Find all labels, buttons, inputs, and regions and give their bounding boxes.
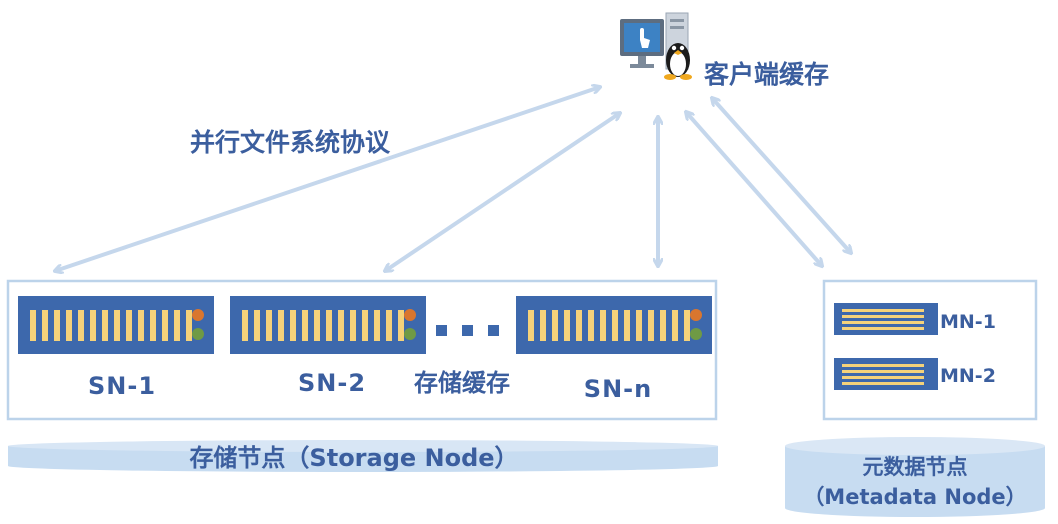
drive-slot bbox=[648, 310, 654, 341]
arrows bbox=[55, 87, 851, 271]
drive-slot bbox=[386, 310, 392, 341]
drive-slot bbox=[350, 310, 356, 341]
drive-slot bbox=[278, 310, 284, 341]
server-icon-snn bbox=[516, 296, 712, 354]
status-led-green bbox=[192, 328, 204, 340]
arrow-client-sn2 bbox=[385, 113, 620, 271]
drive-slot bbox=[684, 310, 690, 341]
drive-slot bbox=[114, 310, 120, 341]
drive-slot bbox=[162, 310, 168, 341]
drive-slot bbox=[552, 310, 558, 341]
drive-slot bbox=[90, 310, 96, 341]
arrow-client-sn1 bbox=[55, 87, 600, 271]
drive-slot bbox=[842, 364, 924, 367]
drive-slot bbox=[174, 310, 180, 341]
client-label: 客户端缓存 bbox=[704, 60, 829, 89]
drive-slot bbox=[576, 310, 582, 341]
drive-slot bbox=[842, 315, 924, 318]
drive-slot bbox=[126, 310, 132, 341]
drive-slot bbox=[102, 310, 108, 341]
drive-slot bbox=[398, 310, 404, 341]
server-icon-mn2 bbox=[834, 358, 938, 390]
storage-node-disk-base bbox=[8, 440, 718, 472]
server-icon-sn2 bbox=[230, 296, 426, 354]
drive-slot bbox=[660, 310, 666, 341]
drive-slot bbox=[612, 310, 618, 341]
drive-slot bbox=[242, 310, 248, 341]
drive-slot bbox=[66, 310, 72, 341]
drive-slot bbox=[636, 310, 642, 341]
computer-with-linux-penguin-icon bbox=[620, 12, 692, 80]
drive-slot bbox=[842, 370, 924, 373]
drive-slot bbox=[254, 310, 260, 341]
node-label-mn2: MN-2 bbox=[940, 365, 996, 387]
metadata-base-label-line2: （Metadata Node） bbox=[803, 485, 1026, 509]
drive-slot bbox=[588, 310, 594, 341]
node-label-mn1: MN-1 bbox=[940, 311, 996, 333]
drive-slot bbox=[302, 310, 308, 341]
drive-slot bbox=[150, 310, 156, 341]
drive-slot bbox=[842, 327, 924, 330]
drive-slot bbox=[78, 310, 84, 341]
drive-slot bbox=[30, 310, 36, 341]
drive-slot bbox=[362, 310, 368, 341]
drive-slot bbox=[54, 310, 60, 341]
metadata-node-box bbox=[822, 279, 1038, 421]
storage-cache-label: 存储缓存 bbox=[414, 369, 510, 397]
drive-slot bbox=[338, 310, 344, 341]
arrow-client-mn-a bbox=[686, 112, 822, 266]
server-chassis bbox=[834, 303, 938, 335]
drive-slot bbox=[374, 310, 380, 341]
server-icon-sn1 bbox=[18, 296, 214, 354]
node-label-sn2: SN-2 bbox=[298, 369, 366, 397]
drive-slot bbox=[266, 310, 272, 341]
status-led-green bbox=[404, 328, 416, 340]
drive-slot bbox=[842, 382, 924, 385]
drive-slot bbox=[624, 310, 630, 341]
drive-slot bbox=[564, 310, 570, 341]
drive-slot bbox=[672, 310, 678, 341]
status-led-orange bbox=[404, 309, 416, 321]
node-label-snn: SN-n bbox=[584, 375, 652, 403]
metadata-node-disk-base bbox=[785, 437, 1045, 517]
arrow-client-mn-b bbox=[712, 98, 851, 253]
drive-slot bbox=[42, 310, 48, 341]
drive-slot bbox=[528, 310, 534, 341]
protocol-label: 并行文件系统协议 bbox=[190, 128, 391, 157]
drive-slot bbox=[600, 310, 606, 341]
drive-slot bbox=[326, 310, 332, 341]
drive-slot bbox=[290, 310, 296, 341]
server-chassis bbox=[834, 358, 938, 390]
drive-slot bbox=[186, 310, 192, 341]
drive-slot bbox=[842, 321, 924, 324]
drive-slot bbox=[314, 310, 320, 341]
status-led-orange bbox=[690, 309, 702, 321]
drive-slot bbox=[138, 310, 144, 341]
drive-slot bbox=[842, 309, 924, 312]
ellipsis-icon bbox=[436, 325, 499, 336]
status-led-green bbox=[690, 328, 702, 340]
drive-slot bbox=[842, 376, 924, 379]
drive-slot bbox=[540, 310, 546, 341]
node-label-sn1: SN-1 bbox=[88, 372, 156, 400]
status-led-orange bbox=[192, 309, 204, 321]
storage-base-label: 存储节点（Storage Node） bbox=[189, 444, 518, 472]
metadata-base-label-line1: 元数据节点 bbox=[863, 455, 968, 479]
server-icon-mn1 bbox=[834, 303, 938, 335]
